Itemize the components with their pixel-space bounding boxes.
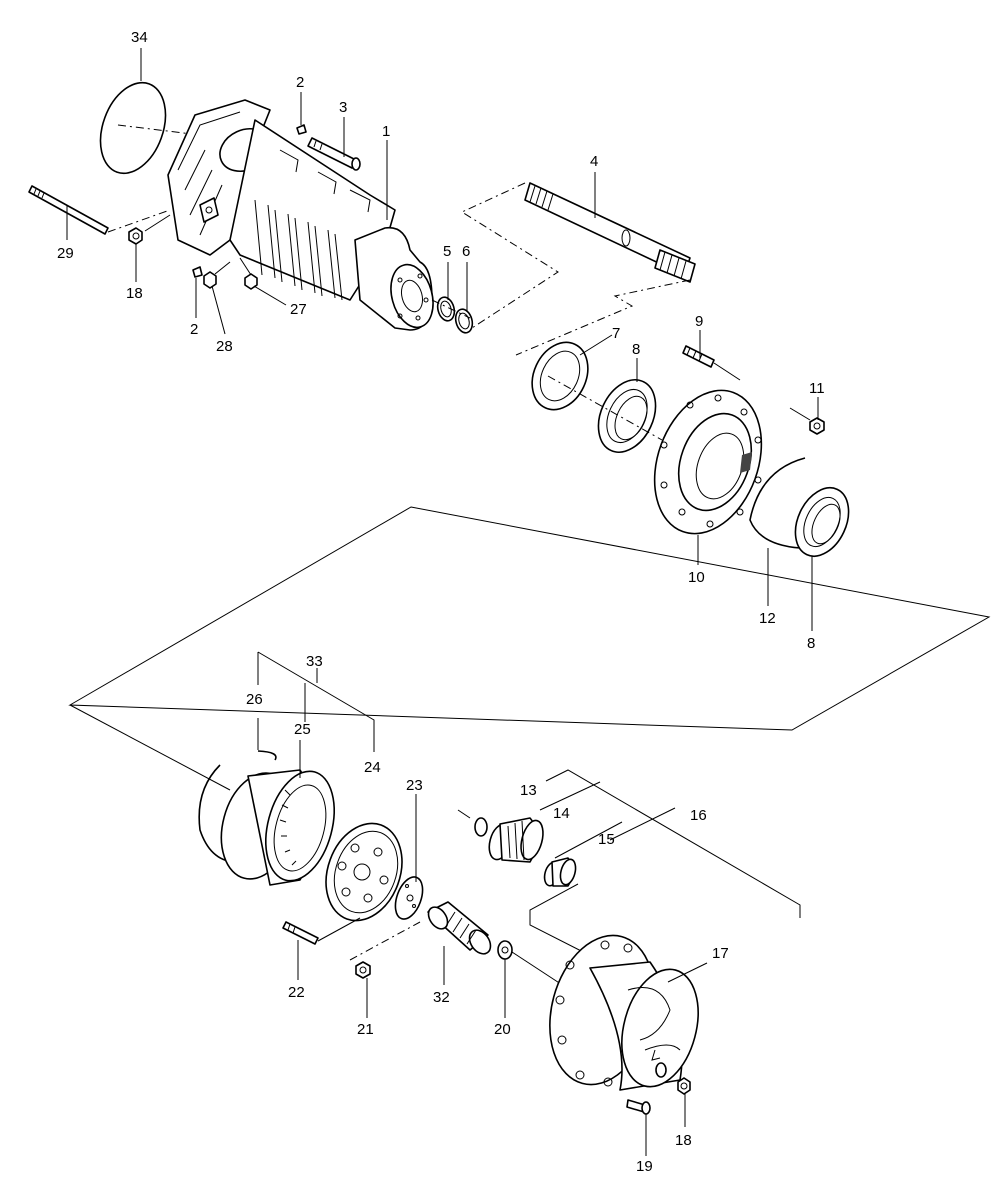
hub-cover-17 [549, 934, 708, 1091]
callout-28: 28 [216, 338, 233, 355]
callout-17: 17 [712, 945, 729, 962]
callout-22: 22 [288, 984, 305, 1001]
callout-numbers: 34 2 3 1 4 5 6 29 18 27 2 28 9 7 8 11 10… [57, 29, 825, 1175]
callout-8-upper: 8 [632, 341, 640, 358]
callout-18-bottom: 18 [675, 1132, 692, 1149]
axle-housing-1 [167, 99, 434, 331]
seal-7 [531, 341, 589, 411]
thrust-plate-23 [394, 876, 424, 920]
long-bolt-29 [28, 185, 171, 235]
callout-32: 32 [433, 989, 450, 1006]
pin-2-bottom [192, 266, 203, 278]
bracket-13 [545, 769, 801, 918]
callout-21: 21 [357, 1021, 374, 1038]
callout-6: 6 [462, 243, 470, 260]
planet-carrier-gear-24 [325, 822, 403, 922]
assembly-outline [68, 506, 991, 731]
callout-33: 33 [306, 653, 323, 670]
callout-24: 24 [364, 759, 381, 776]
callout-9: 9 [695, 313, 703, 330]
callout-8-lower: 8 [807, 635, 815, 652]
sun-gear-shaft-32 [427, 901, 492, 955]
callout-19: 19 [636, 1158, 653, 1175]
pin-22 [282, 917, 361, 945]
callout-10: 10 [688, 569, 705, 586]
axle-shaft-4 [524, 182, 696, 283]
leader-lines [66, 48, 819, 1127]
stud-bolt-9 [682, 345, 741, 381]
callout-14: 14 [553, 805, 570, 822]
nut-18-top [128, 214, 171, 245]
callout-27: 27 [290, 301, 307, 318]
wheel-hub-10 [653, 389, 763, 535]
callout-23: 23 [406, 777, 423, 794]
nut-28 [203, 261, 231, 289]
callout-3: 3 [339, 99, 347, 116]
callout-26: 26 [246, 691, 263, 708]
callout-11: 11 [809, 380, 825, 397]
callout-4: 4 [590, 153, 598, 170]
callout-12: 12 [759, 610, 776, 627]
callout-13: 13 [520, 782, 537, 799]
nut-11 [789, 407, 825, 435]
nut-21 [349, 921, 421, 979]
callout-2-top: 2 [296, 74, 304, 91]
screw-19 [626, 1099, 651, 1156]
callout-25: 25 [294, 721, 311, 738]
callout-1: 1 [382, 123, 390, 140]
callout-5: 5 [443, 243, 451, 260]
nut-18-bottom [677, 1077, 691, 1095]
snap-ring-26 [198, 718, 277, 863]
callout-15: 15 [598, 831, 615, 848]
bearing-8-lower [794, 487, 850, 557]
callout-18-top: 18 [126, 285, 143, 302]
o-ring-34 [99, 81, 201, 175]
callout-20: 20 [494, 1021, 511, 1038]
bracket-16 [609, 807, 676, 841]
bracket-33 [257, 651, 375, 752]
callout-29: 29 [57, 245, 74, 262]
ring-13 [457, 809, 488, 837]
bearing-8-upper [597, 379, 657, 453]
bolt-3 [307, 137, 361, 171]
callout-34: 34 [131, 29, 148, 46]
needle-bearing-15 [543, 857, 577, 887]
ring-5 [436, 296, 456, 322]
washer-20 [497, 940, 571, 991]
nut-27 [239, 257, 258, 290]
ring-gear-25 [220, 769, 335, 886]
ring-12 [749, 457, 806, 549]
pin-2-top [296, 124, 307, 135]
ring-6 [454, 308, 474, 334]
callout-2-bottom: 2 [190, 321, 198, 338]
planet-gear-14 [488, 817, 544, 863]
callout-7: 7 [612, 325, 620, 342]
callout-16: 16 [690, 807, 707, 824]
